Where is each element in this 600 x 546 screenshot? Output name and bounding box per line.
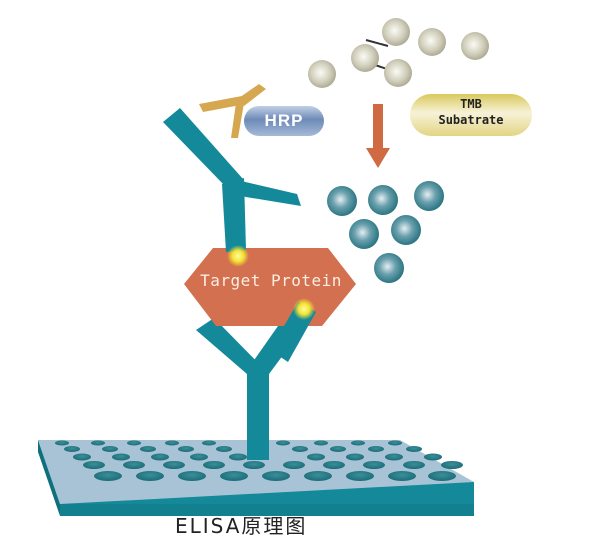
- substrate-ball: [418, 28, 446, 56]
- tmb-label-line1: TMB: [460, 97, 482, 111]
- plate-top: [38, 440, 474, 504]
- detection-antibody-stem: [222, 178, 246, 252]
- detection-antibody: [163, 108, 301, 252]
- plate-edge: [60, 504, 474, 516]
- substrate-ball: [382, 18, 410, 46]
- substrate-ball: [351, 44, 379, 72]
- tmb-substrate-pill: [410, 94, 532, 136]
- diagram-caption: ELISA原理图: [175, 514, 308, 538]
- binding-site-glow-bottom: [293, 298, 315, 320]
- binding-site-glow-top: [227, 245, 249, 267]
- plate-side-left: [38, 440, 60, 516]
- substrate-ball: [308, 60, 336, 88]
- microplate: [38, 440, 474, 516]
- detection-antibody-short-arm: [237, 180, 301, 206]
- product-ball: [374, 253, 404, 283]
- product-ball: [414, 181, 444, 211]
- product-ball: [391, 215, 421, 245]
- colored-product-molecules: [327, 181, 444, 283]
- secondary-antibody-arm-left: [199, 96, 246, 112]
- detection-antibody-long-arm: [163, 108, 243, 186]
- tmb-substrate-molecules: [308, 18, 489, 88]
- secondary-antibody-arm-right: [236, 84, 266, 106]
- substrate-ball: [461, 32, 489, 60]
- product-ball: [368, 185, 398, 215]
- substrate-ball: [384, 59, 412, 87]
- capture-antibody-left-arm: [196, 318, 269, 374]
- secondary-antibody-stem: [231, 103, 244, 138]
- capture-antibody-stem: [247, 362, 269, 460]
- plate-wells: [55, 440, 463, 481]
- product-ball: [349, 219, 379, 249]
- reaction-arrow: [366, 104, 390, 168]
- target-protein-label: Target Protein: [200, 271, 342, 290]
- hrp-secondary-antibody: [199, 84, 266, 138]
- product-ball: [327, 186, 357, 216]
- tmb-label-line2: Subatrate: [438, 113, 504, 127]
- tmb-substrate-label: TMB Subatrate: [412, 96, 530, 128]
- hrp-label: HRP: [264, 111, 304, 130]
- hrp-pill: [244, 106, 324, 136]
